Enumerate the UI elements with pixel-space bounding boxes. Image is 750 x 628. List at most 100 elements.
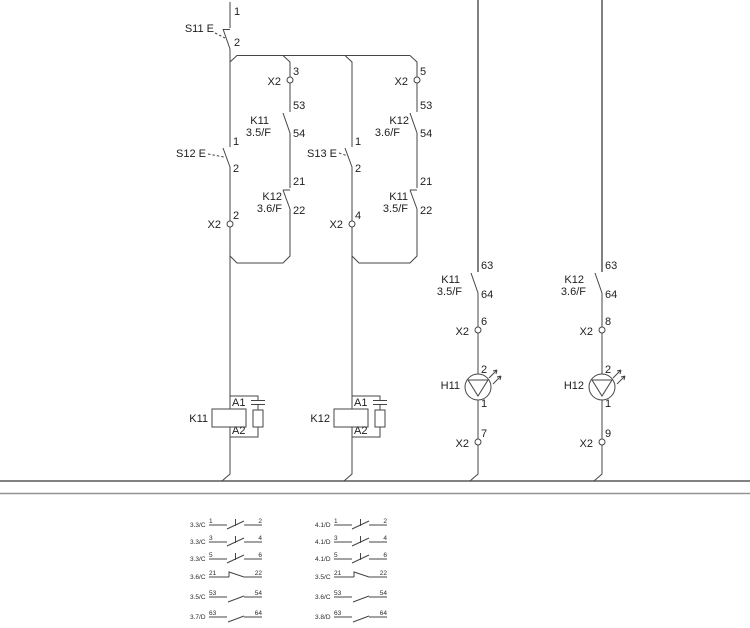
lamp-pin-bottom: 1 [481, 398, 487, 410]
xref-row: 4.1/D 3 4 [315, 535, 387, 547]
contact-pin-bottom: 64 [481, 289, 493, 301]
s13-pin-top: 1 [355, 136, 361, 148]
xref-row: 3.3/C 5 6 [190, 552, 262, 564]
contact-pin-bottom: 22 [293, 205, 305, 217]
terminal-icon [598, 326, 606, 334]
main-contact-icon [209, 553, 262, 564]
xref-pin-b: 4 [383, 535, 387, 542]
resistor-icon [252, 409, 264, 428]
xref-row: 4.1/D 5 6 [315, 552, 387, 564]
xref-row: 3.3/C 1 2 [190, 518, 262, 530]
contact-pin-bottom: 54 [293, 128, 305, 140]
xref-pin-b: 22 [380, 570, 388, 577]
terminal-icon [348, 220, 356, 228]
x2-terminal-9: X2 9 [580, 428, 612, 450]
k12-no-contact-63-64: 63 64 K12 3.6/F [561, 260, 617, 301]
main-contact-icon [334, 553, 387, 564]
xref-ref: 3.3/C [190, 522, 206, 529]
coil-pin-a1: A1 [232, 397, 245, 409]
coil-icon [333, 408, 369, 428]
xref-pin-a: 5 [209, 552, 213, 559]
contact-device: K11 [441, 274, 460, 286]
xref-pin-a: 63 [209, 610, 217, 617]
terminal-icon [598, 438, 606, 446]
terminal-pin: 5 [420, 66, 426, 78]
nc-contact-icon [209, 571, 262, 578]
xref-ref: 4.1/D [315, 539, 331, 546]
no-contact-icon [334, 615, 387, 623]
terminal-pin: 3 [293, 66, 299, 78]
lamp-device: H11 [441, 380, 460, 392]
actuator-link [207, 153, 225, 158]
nc-contact-icon [282, 189, 291, 210]
xref-ref: 3.7/D [190, 614, 206, 621]
coil-pin-a2: A2 [354, 425, 367, 437]
xref-pin-b: 6 [258, 552, 262, 559]
contact-ref: 3.5/F [246, 127, 271, 139]
s11-pin-top: 1 [234, 6, 240, 18]
xref-pin-a: 63 [334, 610, 342, 617]
contact-pin-top: 53 [293, 100, 305, 112]
x2-terminal-2: X2 2 [208, 210, 240, 231]
coil-device: K12 [310, 413, 330, 425]
xref-pin-b: 2 [258, 518, 262, 525]
xref-pin-a: 1 [334, 518, 338, 525]
x2-terminal-3: X2 3 [268, 66, 300, 88]
resistor-icon [374, 409, 386, 428]
k12-xref-table: 4.1/D 1 2 4.1/D 3 4 4.1/D 5 6 3.5/C 21 2… [315, 518, 388, 623]
coil-pin-a1: A1 [354, 397, 367, 409]
terminal-icon [474, 438, 482, 446]
wires [221, 2, 603, 482]
no-contact-icon [594, 272, 603, 294]
contact-pin-top: 53 [420, 100, 432, 112]
x2-terminal-5: X2 5 [395, 66, 427, 88]
contact-device: K12 [262, 191, 282, 203]
x2-terminal-7: X2 7 [456, 428, 488, 450]
terminal-icon [286, 76, 294, 84]
terminal-pin: 9 [605, 428, 611, 440]
rc-suppressor [230, 395, 265, 438]
actuator-link [338, 152, 349, 157]
terminal-label: X2 [580, 438, 593, 450]
contact-pin-top: 63 [605, 260, 617, 272]
main-contact-icon [209, 519, 262, 530]
terminal-label: X2 [330, 219, 343, 231]
actuator-link [214, 32, 226, 39]
xref-row: 3.5/C 53 54 [190, 590, 263, 603]
xref-pin-b: 54 [380, 590, 388, 597]
xref-pin-b: 2 [383, 518, 387, 525]
contact-ref: 3.6/F [257, 203, 282, 215]
no-contact-icon [334, 595, 387, 603]
contact-ref: 3.5/F [437, 286, 462, 298]
contact-device: K11 [250, 115, 269, 127]
xref-pin-b: 54 [255, 590, 263, 597]
no-contact-icon [344, 147, 353, 168]
light-emission-arrows [488, 369, 502, 385]
xref-pin-a: 53 [209, 590, 217, 597]
rc-suppressor [352, 395, 387, 438]
xref-row: 3.6/C 21 22 [190, 570, 262, 581]
terminal-pin: 4 [355, 210, 361, 222]
contact-pin-bottom: 64 [605, 289, 617, 301]
x2-terminal-8: X2 8 [580, 316, 612, 338]
x2-terminal-6: X2 6 [456, 316, 488, 338]
xref-pin-a: 21 [209, 570, 217, 577]
s13-label: S13 E [307, 148, 337, 160]
xref-ref: 3.5/C [315, 574, 331, 581]
no-contact-icon [409, 112, 418, 134]
light-emission-arrows [612, 369, 626, 385]
capacitor-icon [230, 395, 265, 438]
xref-row: 3.5/C 21 22 [315, 570, 387, 581]
no-contact-icon [470, 272, 479, 294]
contact-ref: 3.6/F [561, 286, 586, 298]
terminal-icon [474, 326, 482, 334]
xref-pin-b: 4 [258, 535, 262, 542]
terminal-label: X2 [580, 326, 593, 338]
coil-pin-a2: A2 [232, 425, 245, 437]
s13-pin-bottom: 2 [355, 163, 361, 175]
s11-pushbutton: S11 E 1 2 [185, 6, 240, 50]
xref-row: 3.6/C 53 54 [315, 590, 388, 603]
xref-pin-a: 3 [334, 535, 338, 542]
nc-contact-icon [334, 571, 387, 578]
contact-ref: 3.5/F [383, 203, 408, 215]
